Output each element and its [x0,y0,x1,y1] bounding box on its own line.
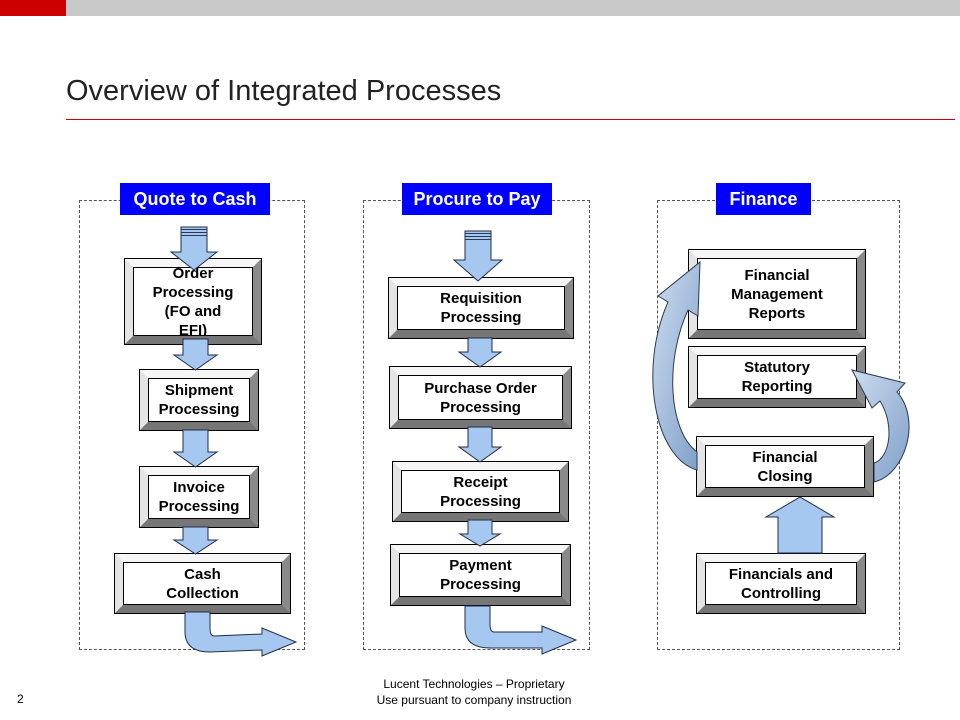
step-label-line: Purchase Order [424,379,537,397]
step-financial-closing: Financial Closing [696,436,874,497]
page-number: 2 [17,692,24,706]
title-divider [66,119,955,120]
step-label-line: Processing [440,398,521,416]
finance-header: Finance [716,183,811,215]
step-label-line: Processing [152,283,234,301]
step-payment-processing: Payment Processing [390,544,571,606]
step-label-line: Collection [166,584,239,602]
step-shipment-processing: Shipment Processing [139,369,259,431]
top-bar-accent [0,0,66,16]
step-label: Shipment Processing [148,378,250,422]
top-bar [66,0,960,16]
step-label: Financials and Controlling [705,562,857,605]
quote-to-cash-header: Quote to Cash [120,183,270,215]
step-label-line: Payment [449,557,512,574]
footer-proprietary: Lucent Technologies – Proprietary [383,677,565,691]
step-label: Requisition Processing [397,286,565,330]
step-label-line: Processing [158,498,240,515]
step-label-line: Financial [752,448,818,466]
step-label: Order Processing (FO and EFI) [133,267,253,336]
step-label-line: Processing [440,492,521,510]
step-label-line: Management [731,285,823,303]
step-label-line: Processing [158,401,240,418]
step-label-line: Invoice [173,479,225,496]
step-label-line: EFI) [178,321,208,336]
step-label-line: Cash [184,565,221,583]
procure-to-pay-header: Procure to Pay [402,183,552,215]
step-label-line: Financial [744,266,810,284]
step-label-line: Shipment [164,382,234,399]
step-label-line: Reporting [741,378,813,395]
step-label: Payment Processing [399,553,562,597]
step-cash-collection: Cash Collection [114,553,291,614]
step-label: Cash Collection [123,562,282,605]
step-label-line: Closing [757,467,813,485]
step-label-line: Order [172,267,214,282]
step-label-line: Receipt [453,473,508,491]
step-invoice-processing: Invoice Processing [139,466,259,528]
step-purchase-order-processing: Purchase Order Processing [389,366,572,429]
step-label: Statutory Reporting [697,355,857,399]
step-label-line: Statutory [744,359,810,376]
step-label-line: Requisition [440,290,522,307]
step-label: Purchase Order Processing [398,375,563,420]
step-label-line: Processing [440,309,522,326]
step-statutory-reporting: Statutory Reporting [688,346,866,408]
step-order-processing: Order Processing (FO and EFI) [124,258,262,345]
step-label-line: Financials and [728,565,834,583]
step-label: Invoice Processing [148,475,250,519]
step-requisition-processing: Requisition Processing [388,277,574,339]
step-label: Financial Closing [705,445,865,488]
page-title: Overview of Integrated Processes [66,75,502,107]
step-label-line: Processing [440,576,521,593]
step-financial-management-reports: Financial Management Reports [688,249,866,339]
step-label: Financial Management Reports [697,258,857,330]
step-receipt-processing: Receipt Processing [392,461,569,522]
step-label: Receipt Processing [401,470,560,513]
footer-instruction: Use pursuant to company instruction [376,693,572,707]
step-label-line: (FO and [164,302,222,320]
step-label-line: Controlling [741,584,821,602]
step-label-line: Reports [748,304,806,322]
step-financials-and-controlling: Financials and Controlling [696,553,866,614]
